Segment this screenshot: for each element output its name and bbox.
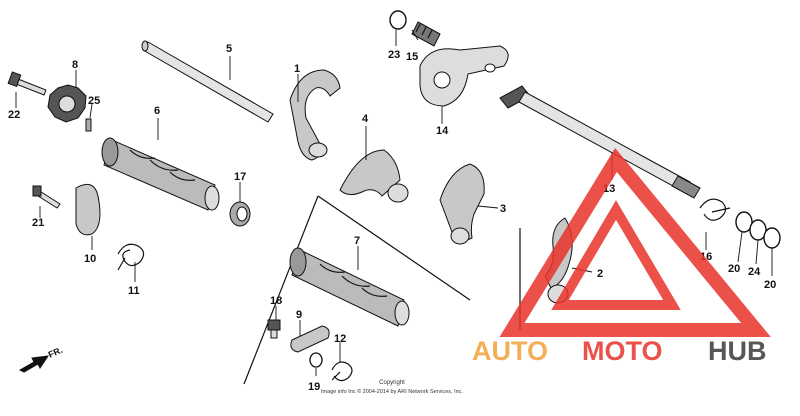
part-14-plate [419, 45, 509, 107]
label-part-21: 21 [32, 217, 44, 229]
label-part-2: 2 [597, 268, 603, 280]
part-15-spring [411, 21, 441, 47]
label-part-3: 3 [500, 203, 506, 215]
part-22-bolt [7, 71, 47, 96]
label-part-4: 4 [362, 113, 369, 125]
part-6-shift-drum [101, 137, 220, 211]
label-part-20a: 20 [728, 263, 740, 275]
watermark-inner-triangle-icon [551, 200, 681, 310]
part-18-bolt [267, 319, 281, 339]
watermark-logo: AUTO MOTO HUB [472, 147, 771, 366]
part-17-collar [229, 201, 251, 227]
part-1-shift-fork [289, 69, 341, 161]
label-part-9: 9 [296, 309, 302, 321]
watermark-word-auto: AUTO [472, 336, 548, 366]
label-part-14: 14 [436, 125, 449, 137]
label-part-10: 10 [84, 253, 96, 265]
label-part-25: 25 [88, 95, 100, 107]
part-11-spring [117, 243, 145, 271]
part-13-gearshift-spindle [499, 85, 701, 199]
copyright-title: Copyright [379, 380, 405, 386]
label-part-11: 11 [128, 285, 140, 297]
label-part-12: 12 [334, 333, 346, 345]
label-part-18: 18 [270, 295, 282, 307]
label-part-19: 19 [308, 381, 320, 393]
part-16-return-spring [699, 198, 731, 221]
part-20-washer-b [763, 227, 781, 249]
part-4-shift-fork [339, 149, 409, 203]
assembly-boundary-left [243, 195, 319, 385]
watermark-word-moto: MOTO [582, 336, 663, 366]
part-25-pin [85, 118, 92, 132]
part-7-shift-drum [289, 247, 410, 327]
part-19-washer [309, 352, 323, 368]
part-23-washer [389, 10, 407, 30]
part-21-bolt [32, 185, 61, 209]
part-5-fork-shaft [141, 40, 274, 123]
part-3-shift-fork [439, 163, 485, 245]
watermark-word-hub: HUB [708, 336, 767, 366]
label-part-5: 5 [226, 43, 232, 55]
assembly-boundary-top [317, 195, 471, 301]
label-part-15: 15 [406, 51, 418, 63]
part-number-labels: 1 2 3 4 5 6 7 8 9 10 11 12 13 14 15 16 1… [8, 43, 776, 393]
label-part-22: 22 [8, 109, 20, 121]
part-12-spring [331, 361, 353, 382]
label-part-23: 23 [388, 49, 400, 61]
leader-lines [15, 29, 773, 376]
label-part-20b: 20 [764, 279, 776, 291]
direction-label: FR. [47, 345, 64, 360]
label-part-17: 17 [234, 171, 246, 183]
arrow-icon [18, 355, 50, 373]
label-part-8: 8 [72, 59, 78, 71]
label-part-24: 24 [748, 266, 761, 278]
copyright-notice: Image info Inc © 2004-2014 by ARI Networ… [321, 388, 463, 395]
front-direction-indicator: FR. [18, 345, 64, 373]
part-8-shift-drum-stopper-plate [47, 84, 87, 123]
watermark-triangle-icon [499, 147, 771, 337]
part-20-washer-a [735, 211, 753, 233]
label-part-1: 1 [294, 63, 300, 75]
label-part-6: 6 [154, 105, 160, 117]
label-part-7: 7 [354, 235, 360, 247]
part-9-stopper-arm [290, 325, 330, 353]
part-10-stopper-arm [75, 183, 101, 236]
